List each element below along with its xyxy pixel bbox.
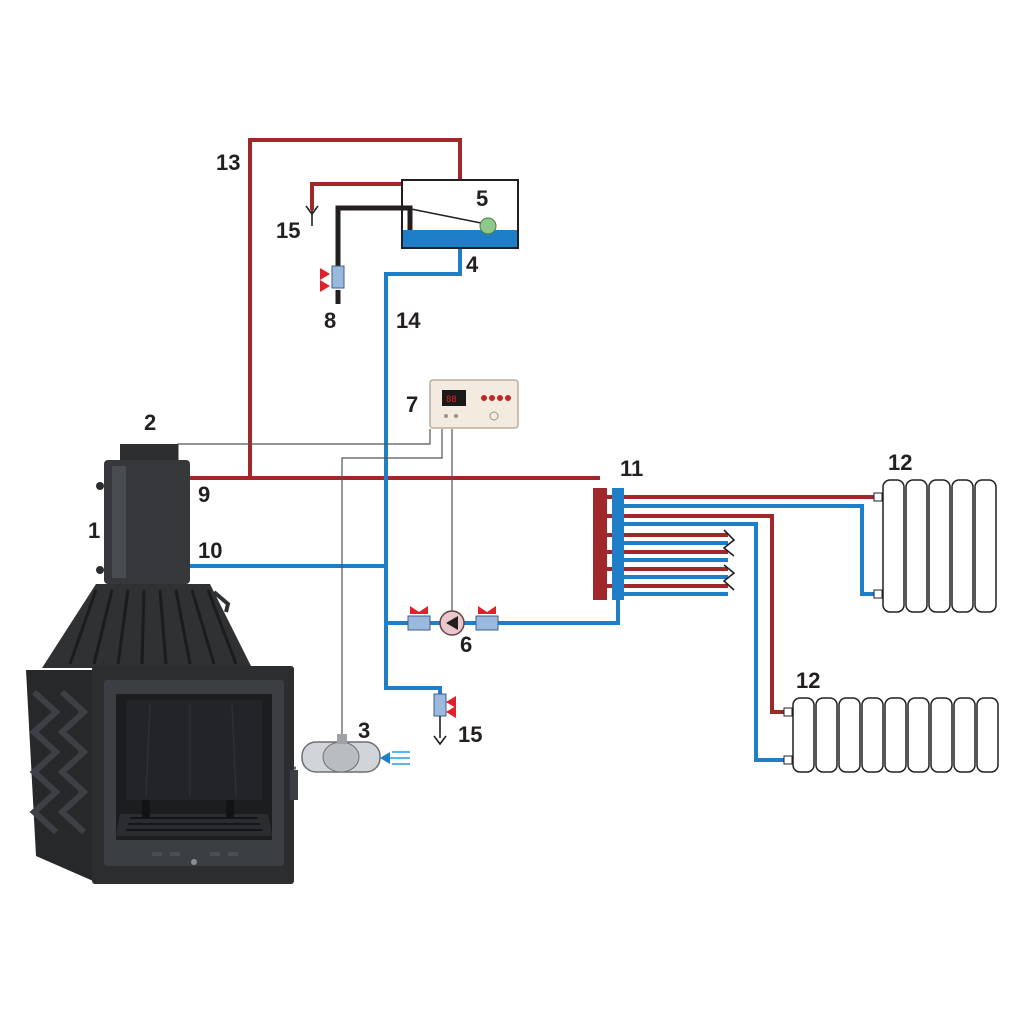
svg-text:88: 88 — [446, 395, 457, 405]
pipe-overflow-15 — [310, 182, 402, 210]
diagram-labels: 1 2 3 4 5 6 7 8 9 10 11 12 12 13 14 15 1… — [88, 150, 912, 747]
label-14: 14 — [396, 308, 421, 333]
label-15-bottom: 15 — [458, 722, 482, 747]
pipe-13-expansion-riser — [248, 138, 462, 476]
supply-pipes — [190, 138, 880, 714]
manifold — [593, 488, 624, 600]
label-15-top: 15 — [276, 218, 300, 243]
drain-tap-top — [305, 205, 319, 226]
label-12-bottom: 12 — [796, 668, 820, 693]
circulation-pump — [407, 606, 499, 636]
label-7: 7 — [406, 392, 418, 417]
label-2: 2 — [144, 410, 156, 435]
label-12-top: 12 — [888, 450, 912, 475]
label-8: 8 — [324, 308, 336, 333]
pipe-return-radiator-2 — [618, 522, 790, 762]
label-6: 6 — [460, 632, 472, 657]
manifold-supply-outlets — [606, 533, 728, 588]
radiator-bottom — [783, 697, 999, 773]
label-5: 5 — [476, 186, 488, 211]
label-9: 9 — [198, 482, 210, 507]
temperature-controller: 88 — [429, 379, 519, 429]
thermal-valve — [301, 734, 410, 773]
label-3: 3 — [358, 718, 370, 743]
manifold-return-outlets — [618, 541, 728, 596]
pipe-return-radiator-1 — [618, 504, 880, 596]
pipe-supply-radiator-2 — [606, 514, 790, 714]
refill-valve — [320, 265, 345, 292]
label-4: 4 — [466, 252, 479, 277]
label-10: 10 — [198, 538, 222, 563]
label-1: 1 — [88, 518, 100, 543]
fireplace-insert — [26, 444, 298, 884]
radiator-top — [873, 479, 997, 613]
pipe-14-expansion-return — [384, 248, 462, 700]
pipe-break-marks — [722, 529, 736, 591]
expansion-tank — [335, 179, 519, 304]
label-13: 13 — [216, 150, 240, 175]
drain-valve-bottom — [433, 693, 456, 746]
label-11: 11 — [620, 456, 643, 481]
